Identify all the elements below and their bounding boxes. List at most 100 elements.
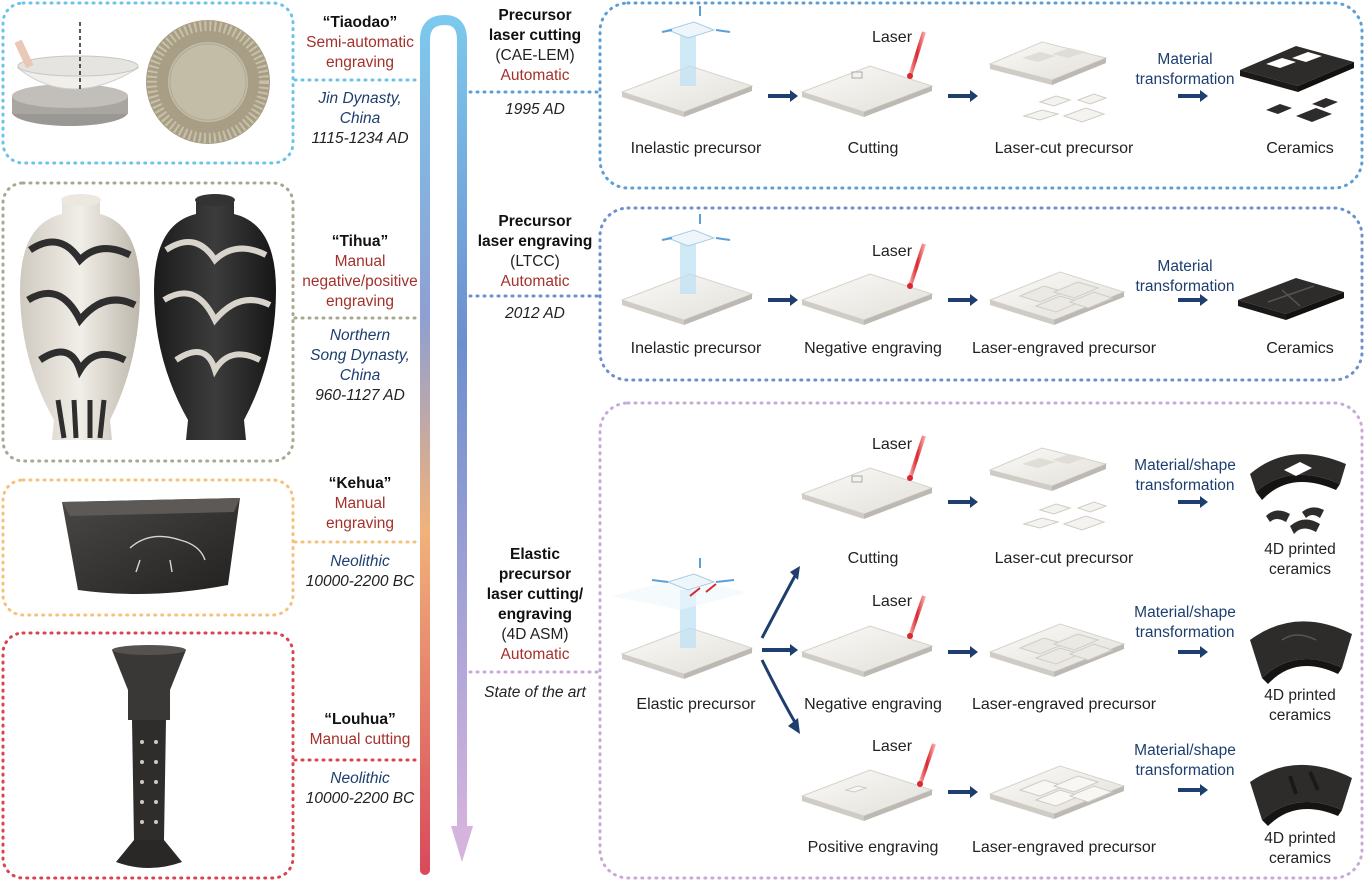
panel3-row2-laser-engraved-precursor bbox=[988, 623, 1126, 677]
kehua-stone-pot-illustration bbox=[62, 498, 240, 594]
panel3-box bbox=[598, 401, 1364, 880]
tiaodao-method-line2: engraving bbox=[325, 54, 395, 71]
panel3-row3-4d-ceramics bbox=[1250, 764, 1352, 826]
ltcc-title-line1: Precursor bbox=[498, 213, 572, 230]
asm-title-line3: laser cutting/ bbox=[486, 586, 584, 603]
louhua-name: “Louhua” bbox=[324, 711, 396, 728]
panel1-transform-line2: transformation bbox=[1135, 71, 1235, 88]
panel2-transform-line1: Material bbox=[1157, 258, 1213, 275]
asm-title-line4: engraving bbox=[497, 606, 573, 623]
panel3-branch-arrow-up bbox=[760, 573, 798, 639]
panel2-engraving-plate bbox=[800, 243, 934, 325]
panel3-row2-step: Negative engraving bbox=[804, 696, 942, 713]
panel3-row3-transform-line2: transformation bbox=[1135, 762, 1235, 779]
timeline-future-arrow bbox=[440, 15, 467, 835]
timeline-arrowhead bbox=[451, 826, 473, 862]
panel3-row1-product-line2: ceramics bbox=[1268, 561, 1331, 578]
panel3-branch-arrow-mid bbox=[762, 644, 798, 656]
tiaodao-ribbed-bowl-illustration bbox=[146, 20, 270, 144]
panel3-row2-negative-plate bbox=[800, 595, 934, 677]
panel3-row3-transform-arrow bbox=[1178, 784, 1208, 796]
timeline-past-arrow bbox=[420, 15, 450, 875]
panel3-row3-arrow bbox=[948, 786, 978, 798]
tihua-era-line3: China bbox=[339, 367, 381, 384]
panel1-laser-label: Laser bbox=[872, 29, 913, 46]
ltcc-abbr: (LTCC) bbox=[510, 253, 560, 270]
tihua-white-vase-illustration bbox=[20, 194, 140, 440]
panel3-row3-positive-plate bbox=[800, 743, 936, 821]
panel2-transform-line2: transformation bbox=[1135, 278, 1235, 295]
panel1-arrow-2 bbox=[948, 90, 978, 102]
cae-lem-title-line1: Precursor bbox=[498, 7, 572, 24]
tihua-box bbox=[1, 181, 295, 463]
panel3-row3-transform-line1: Material/shape bbox=[1134, 742, 1236, 759]
panel1-box bbox=[598, 1, 1364, 190]
panel1-arrow-1 bbox=[768, 90, 798, 102]
panel2-arrow-1 bbox=[768, 294, 798, 306]
panel3-row2-transform-arrow bbox=[1178, 646, 1208, 658]
tiaodao-era-line1: Jin Dynasty, bbox=[318, 90, 402, 107]
panel1-caption-3: Laser-cut precursor bbox=[994, 140, 1134, 157]
cae-lem-year: 1995 AD bbox=[505, 101, 565, 118]
panel3-row1-arrow bbox=[948, 496, 978, 508]
kehua-method-line2: engraving bbox=[325, 515, 395, 532]
panel1-caption-2: Cutting bbox=[847, 140, 899, 157]
louhua-dates: 10000-2200 BC bbox=[305, 790, 415, 807]
panel1-cutting-plate bbox=[800, 31, 934, 117]
panel2-ceramics bbox=[1238, 278, 1344, 320]
asm-title-line2: precursor bbox=[498, 566, 572, 583]
tihua-dates: 960-1127 AD bbox=[315, 387, 405, 404]
panel3-row3-laser-label: Laser bbox=[872, 738, 913, 755]
cae-lem-mode: Automatic bbox=[500, 67, 570, 84]
cae-lem-title-line2: laser cutting bbox=[488, 27, 582, 44]
panel3-row2-transform-line2: transformation bbox=[1135, 624, 1235, 641]
tihua-method-line3: engraving bbox=[325, 293, 395, 310]
panel3-row1-cutting-plate bbox=[800, 435, 934, 519]
panel3-row3-product-line1: 4D printed bbox=[1264, 830, 1336, 847]
panel2-arrow-3 bbox=[1178, 294, 1208, 306]
tihua-name: “Tihua” bbox=[331, 233, 389, 250]
asm-abbr: (4D ASM) bbox=[501, 626, 569, 643]
panel2-caption-1: Inelastic precursor bbox=[630, 340, 762, 357]
panel3-row3-laser-engraved-precursor bbox=[988, 765, 1126, 819]
panel1-laser-cut-precursor bbox=[988, 41, 1108, 123]
tiaodao-bowl-illustration bbox=[12, 22, 140, 126]
panel2-inelastic-precursor bbox=[620, 214, 754, 325]
tiaodao-era-line2: China bbox=[339, 110, 381, 127]
panel1-transform-line1: Material bbox=[1157, 51, 1213, 68]
louhua-box bbox=[1, 631, 295, 880]
panel3-row1-product-line1: 4D printed bbox=[1264, 541, 1336, 558]
tiaodao-box bbox=[1, 1, 295, 165]
panel3-row2-result: Laser-engraved precursor bbox=[971, 696, 1157, 713]
panel3-row1-result: Laser-cut precursor bbox=[994, 550, 1134, 567]
tihua-method-line1: Manual bbox=[334, 253, 386, 270]
kehua-box bbox=[1, 478, 295, 617]
kehua-dates: 10000-2200 BC bbox=[305, 573, 415, 590]
cae-lem-abbr: (CAE-LEM) bbox=[495, 47, 575, 64]
panel3-row1-laser-cut-precursor bbox=[988, 447, 1108, 531]
panel1-caption-1: Inelastic precursor bbox=[630, 140, 762, 157]
kehua-method-line1: Manual bbox=[334, 495, 386, 512]
panel3-row2-laser-label: Laser bbox=[872, 593, 913, 610]
kehua-era: Neolithic bbox=[330, 553, 390, 570]
panel1-inelastic-precursor bbox=[620, 6, 754, 117]
panel3-row1-transform-arrow bbox=[1178, 496, 1208, 508]
panel3-row3-product-line2: ceramics bbox=[1268, 850, 1331, 867]
kehua-name: “Kehua” bbox=[328, 475, 392, 492]
louhua-method: Manual cutting bbox=[309, 731, 411, 748]
panel3-branch-arrow-down bbox=[760, 659, 798, 725]
tihua-era-line1: Northern bbox=[329, 327, 391, 344]
panel2-caption-3: Laser-engraved precursor bbox=[971, 340, 1157, 357]
panel3-row1-4d-ceramics bbox=[1250, 454, 1346, 534]
asm-year: State of the art bbox=[484, 684, 586, 701]
panel3-row3-step: Positive engraving bbox=[807, 839, 939, 856]
panel3-row2-arrow bbox=[948, 646, 978, 658]
asm-mode: Automatic bbox=[500, 646, 570, 663]
panel3-elastic-precursor-caption: Elastic precursor bbox=[636, 696, 756, 713]
panel3-elastic-precursor bbox=[612, 558, 754, 679]
tiaodao-method-line1: Semi-automatic bbox=[306, 34, 414, 51]
panel3-row2-4d-ceramics bbox=[1250, 621, 1352, 684]
ltcc-mode: Automatic bbox=[500, 273, 570, 290]
tihua-method-line2: negative/positive bbox=[302, 273, 418, 290]
